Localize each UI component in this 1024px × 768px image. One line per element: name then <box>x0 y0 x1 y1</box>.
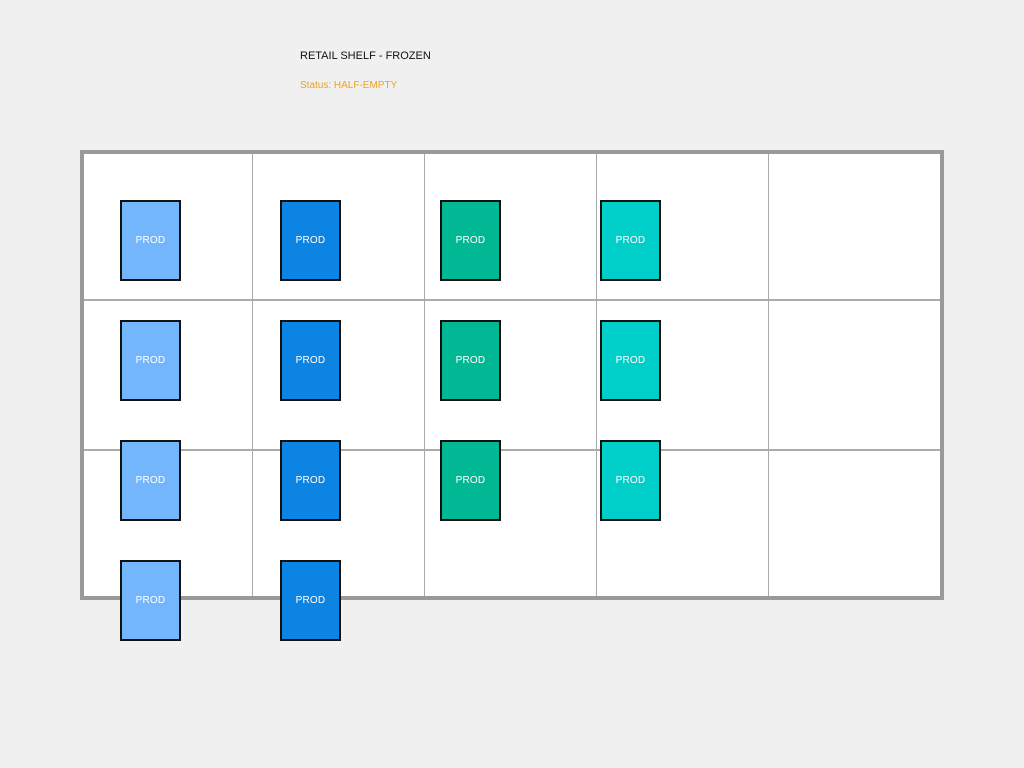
product-box[interactable]: PROD <box>120 440 181 521</box>
shelf-title: RETAIL SHELF - FROZEN <box>300 50 431 62</box>
shelf-divider-1 <box>252 154 253 596</box>
product-box[interactable]: PROD <box>280 440 341 521</box>
shelf-divider-2 <box>424 154 425 596</box>
retail-shelf <box>80 150 944 600</box>
product-box[interactable]: PROD <box>600 320 661 401</box>
status-text: Status: HALF-EMPTY <box>300 80 398 91</box>
product-box[interactable]: PROD <box>280 320 341 401</box>
product-box[interactable]: PROD <box>280 560 341 641</box>
product-box[interactable]: PROD <box>440 440 501 521</box>
product-box[interactable]: PROD <box>600 200 661 281</box>
product-box[interactable]: PROD <box>120 320 181 401</box>
shelf-board-2 <box>84 449 940 451</box>
product-box[interactable]: PROD <box>280 200 341 281</box>
product-box[interactable]: PROD <box>440 320 501 401</box>
product-box[interactable]: PROD <box>600 440 661 521</box>
shelf-board-1 <box>84 299 940 301</box>
shelf-divider-4 <box>768 154 769 596</box>
product-box[interactable]: PROD <box>440 200 501 281</box>
shelf-divider-3 <box>596 154 597 596</box>
product-box[interactable]: PROD <box>120 560 181 641</box>
product-box[interactable]: PROD <box>120 200 181 281</box>
